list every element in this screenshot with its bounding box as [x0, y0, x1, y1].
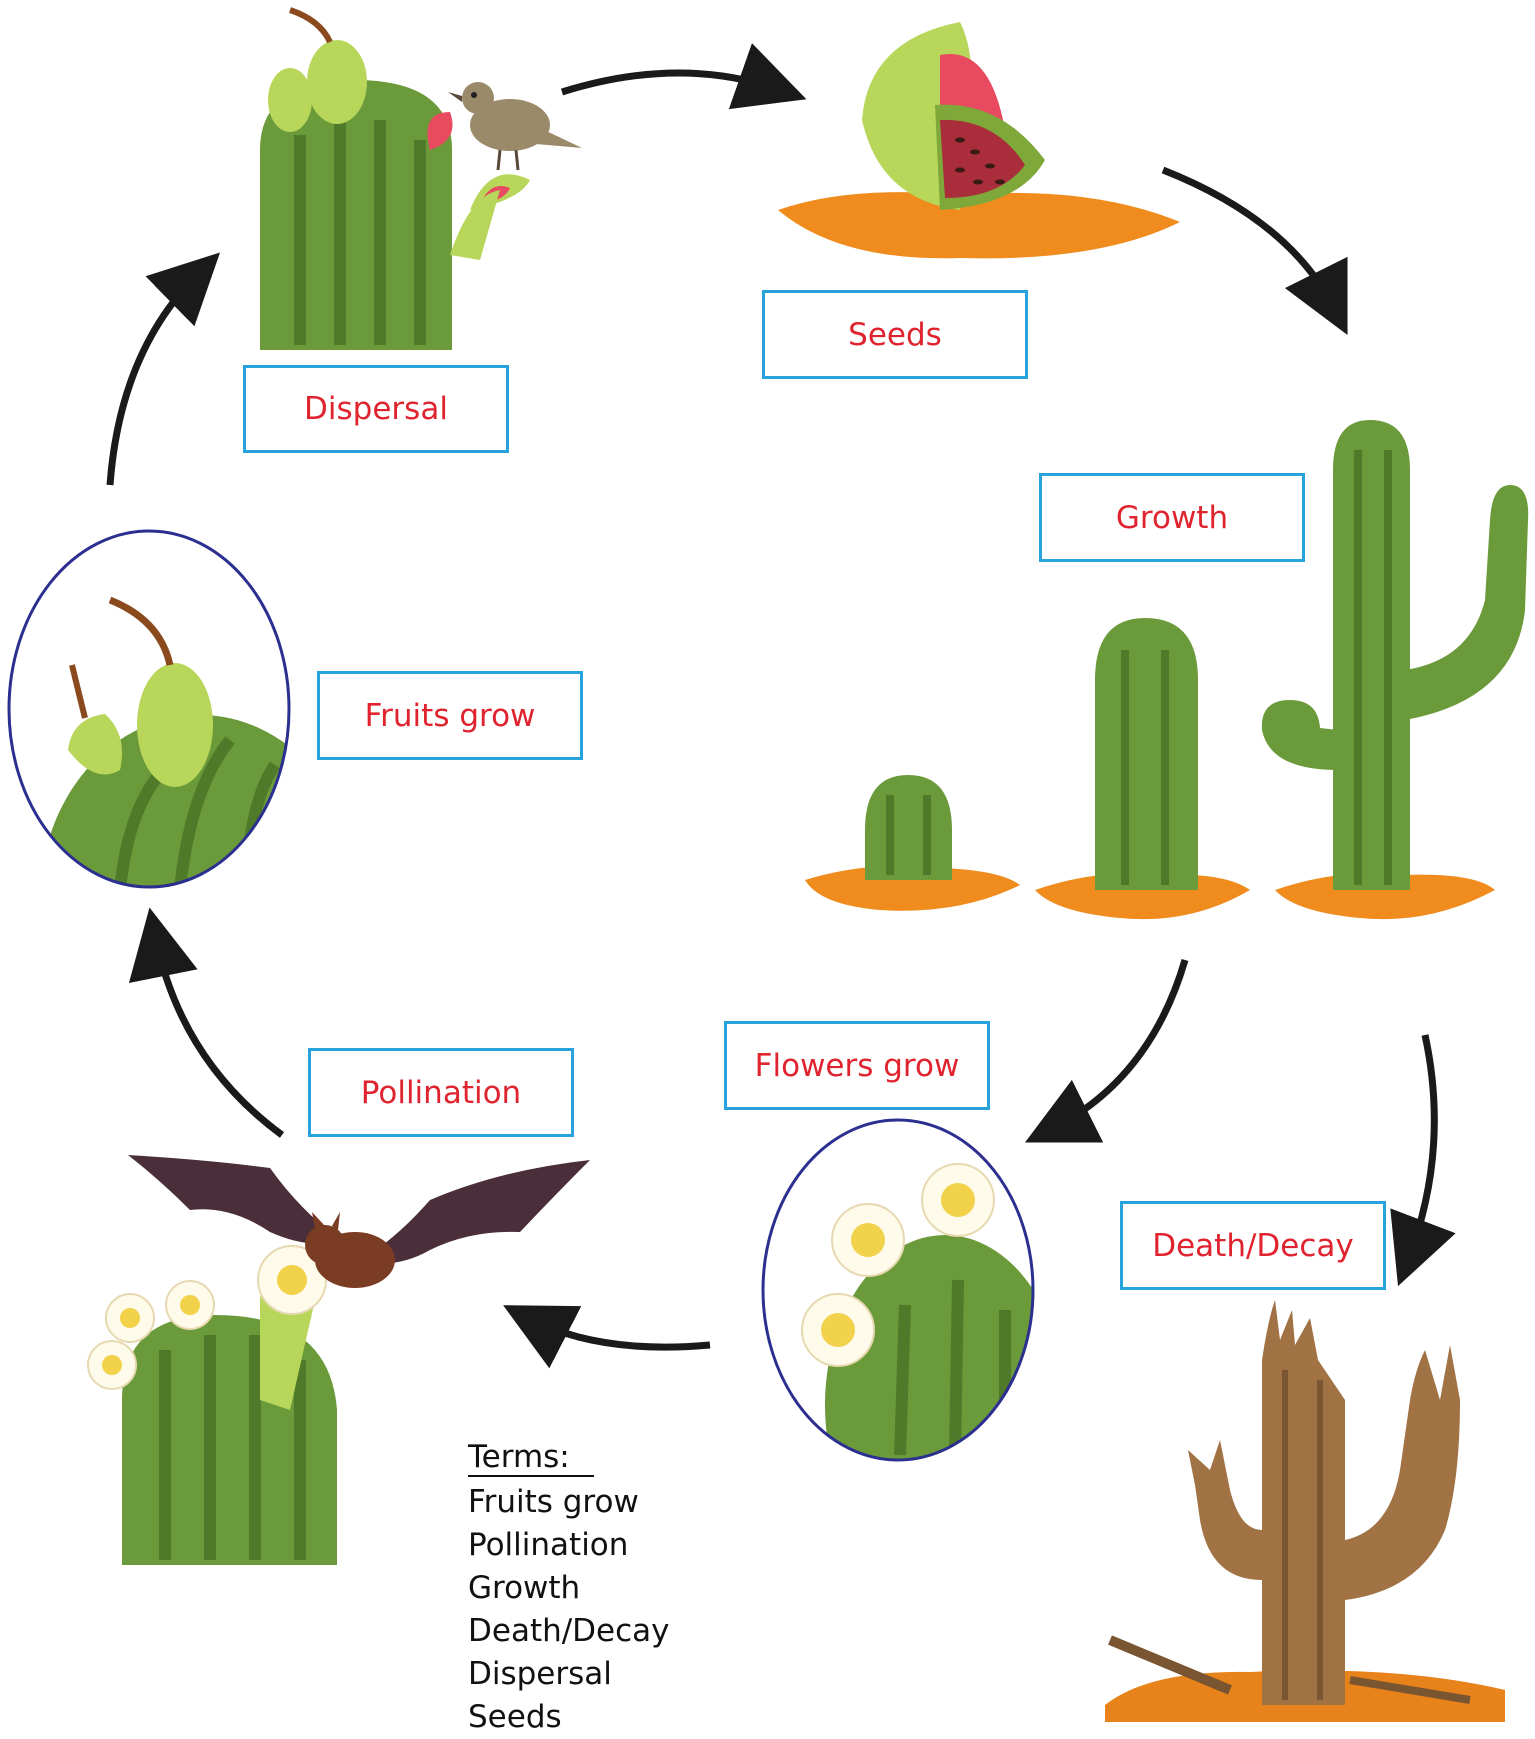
seeds-illustration [778, 22, 1180, 258]
label-pollination: Pollination [308, 1048, 574, 1137]
arrow-dispersal-to-seeds [562, 73, 780, 92]
fruit-icon [307, 40, 367, 124]
terms-list: Terms: Fruits grow Pollination Growth De… [468, 1436, 670, 1739]
label-growth-text: Growth [1116, 500, 1228, 536]
term-item: Fruits grow [468, 1481, 670, 1524]
label-flowers-grow-text: Flowers grow [755, 1048, 960, 1084]
flower-icon [832, 1204, 904, 1276]
arrow-pollination-to-fruits [155, 935, 282, 1135]
term-item: Growth [468, 1567, 670, 1610]
bat-icon [128, 1155, 590, 1288]
flower-icon [166, 1281, 214, 1329]
term-item: Death/Decay [468, 1610, 670, 1653]
cactus-icon [865, 775, 952, 880]
dispersal-illustration [260, 10, 582, 350]
flower-icon [922, 1164, 994, 1236]
cactus-icon [825, 1235, 1065, 1575]
label-pollination-text: Pollination [361, 1075, 521, 1111]
arrow-fruits-to-dispersal [110, 272, 200, 485]
terms-title: Terms: [468, 1439, 594, 1477]
arrow-growth-to-flowers [1050, 960, 1185, 1130]
label-fruits-grow: Fruits grow [317, 671, 583, 760]
label-flowers-grow: Flowers grow [724, 1021, 990, 1110]
death-decay-illustration [1105, 1300, 1505, 1722]
label-dispersal-text: Dispersal [304, 391, 448, 427]
fruit-icon [68, 714, 122, 775]
label-seeds-text: Seeds [848, 317, 942, 353]
arrow-seeds-to-growth [1163, 170, 1335, 310]
label-seeds: Seeds [762, 290, 1028, 379]
fruit-icon [137, 663, 213, 787]
cactus-icon [1095, 618, 1198, 890]
flower-icon [106, 1294, 154, 1342]
label-death-decay-text: Death/Decay [1152, 1228, 1354, 1264]
label-fruits-grow-text: Fruits grow [365, 698, 536, 734]
label-growth: Growth [1039, 473, 1305, 562]
flowers-grow-illustration [763, 1120, 1065, 1575]
flower-icon [802, 1294, 874, 1366]
flower-icon [88, 1341, 136, 1389]
label-dispersal: Dispersal [243, 365, 509, 453]
term-item: Seeds [468, 1696, 670, 1739]
fruit-icon [268, 68, 312, 132]
bird-icon [448, 82, 582, 170]
fruits-grow-illustration [9, 531, 360, 1085]
label-death-decay: Death/Decay [1120, 1201, 1386, 1290]
dead-cactus-icon [1188, 1300, 1460, 1705]
arrow-growth-to-death [1408, 1035, 1434, 1260]
term-item: Pollination [468, 1524, 670, 1567]
arrow-flowers-to-pollination [528, 1318, 710, 1347]
term-item: Dispersal [468, 1653, 670, 1696]
